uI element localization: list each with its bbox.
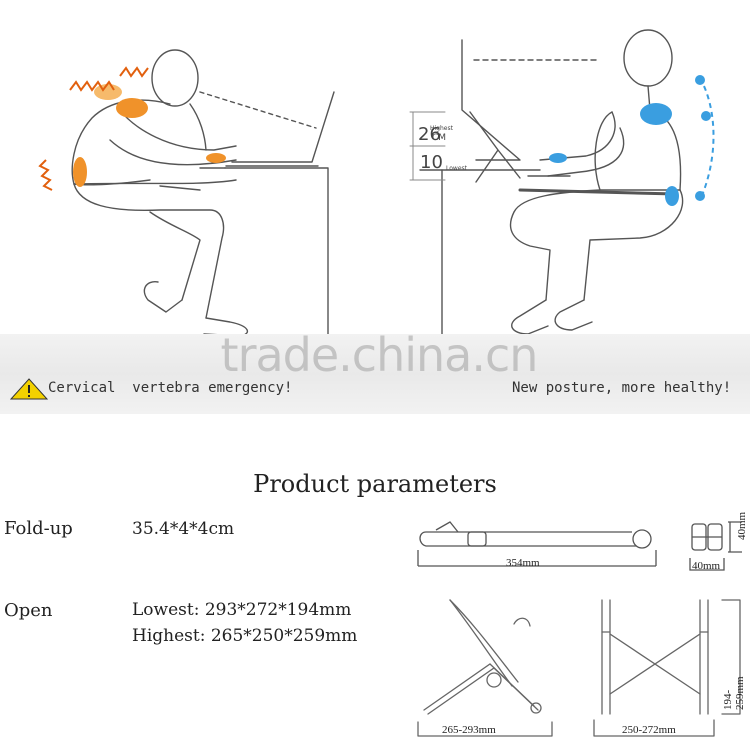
height-low-tag: Lowest xyxy=(446,165,468,172)
fold-width-dim: 40mm xyxy=(692,560,721,572)
left-desk xyxy=(199,91,335,339)
height-low-value: 10 xyxy=(420,152,443,173)
open-stand-front-drawing xyxy=(593,599,741,737)
fold-up-label: Fold-up xyxy=(4,518,73,539)
height-high-value: 26 xyxy=(418,124,441,145)
warning-icon xyxy=(10,378,48,400)
folded-end-drawing xyxy=(689,521,742,571)
fold-height-dim: 40mm xyxy=(736,511,748,540)
open-front-width-dim: 250-272mm xyxy=(622,724,676,736)
open-highest-value: Highest: 265*250*259mm xyxy=(132,626,358,646)
height-high-tag: Highest xyxy=(430,125,454,132)
pain-highlights xyxy=(38,66,226,191)
open-label: Open xyxy=(4,600,53,621)
folded-stand-drawing xyxy=(417,521,657,567)
open-stand-side-drawing xyxy=(417,599,553,737)
fold-length-dim: 354mm xyxy=(506,557,540,569)
height-brackets xyxy=(409,111,446,181)
watermark: trade.china.cn xyxy=(220,328,539,382)
fold-up-value: 35.4*4*4cm xyxy=(132,519,235,539)
height-high-unit: CM xyxy=(432,133,446,143)
relief-highlights xyxy=(549,75,715,206)
caption-band xyxy=(0,334,750,414)
bad-posture-caption: Cervical vertebra emergency! xyxy=(48,380,293,396)
parameters-title: Product parameters xyxy=(253,470,497,498)
good-posture-caption: New posture, more healthy! xyxy=(512,380,732,396)
open-lowest-value: Lowest: 293*272*194mm xyxy=(132,600,352,620)
open-side-dim: 265-293mm xyxy=(442,724,496,736)
open-front-height-dim: 194-259mm xyxy=(722,676,746,710)
posture-illustration: 26 Highest CM 10 Lowest xyxy=(38,29,715,405)
good-posture-person xyxy=(509,29,684,335)
laptop-stand-drawing xyxy=(419,39,601,405)
